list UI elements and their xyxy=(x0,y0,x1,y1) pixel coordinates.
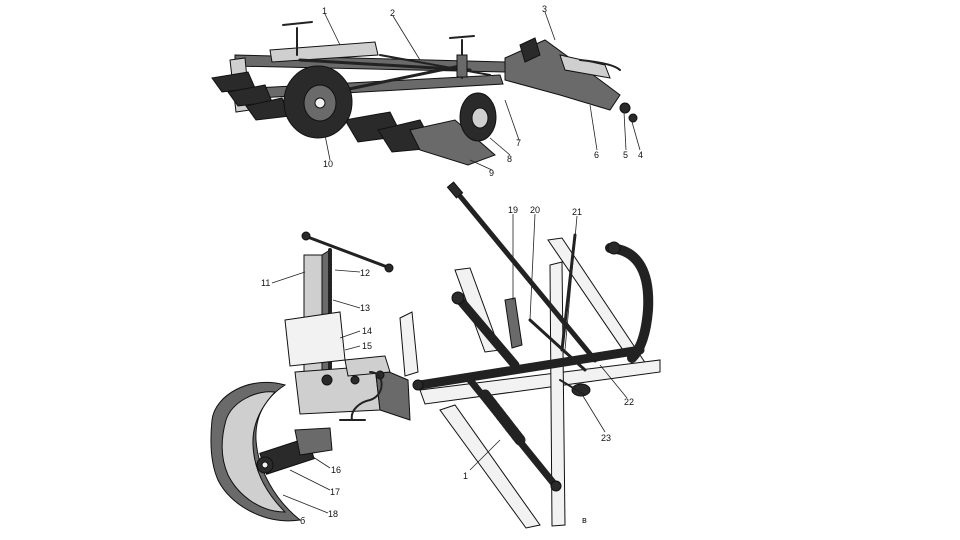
figure-c-callouts: 19 20 21 22 23 1 в xyxy=(463,205,634,525)
hitch-linkage-illustration xyxy=(399,181,661,529)
callout-label: 19 xyxy=(508,205,518,215)
callout-label: 12 xyxy=(360,268,370,278)
callout-label: 9 xyxy=(489,168,494,178)
callout-label: 17 xyxy=(330,487,340,497)
callout-label: 22 xyxy=(624,397,634,407)
callout-label: 11 xyxy=(261,278,270,288)
callout-label: 6 xyxy=(594,150,599,160)
callout-label: 5 xyxy=(623,150,628,160)
callout-label: 1 xyxy=(463,471,468,481)
plow-assembly-illustration xyxy=(211,11,641,171)
callout-label: 2 xyxy=(390,8,395,18)
callout-label: 3 xyxy=(542,4,547,14)
callout-label: 8 xyxy=(507,154,512,164)
callout-label: 15 xyxy=(362,341,372,351)
callout-label: 18 xyxy=(328,509,338,519)
callout-label: б xyxy=(300,516,305,526)
figure-a-callouts: 1 2 3 4 5 6 7 8 9 10 xyxy=(322,4,643,178)
callout-label: 16 xyxy=(331,465,341,475)
callout-label: 21 xyxy=(572,207,582,217)
callout-label: 4 xyxy=(638,150,643,160)
callout-label: 13 xyxy=(360,303,370,313)
callout-label: 14 xyxy=(362,326,372,336)
screw-jack-illustration xyxy=(210,231,411,522)
callout-label: 10 xyxy=(323,159,333,169)
figure-b-callouts: 11 12 13 14 15 16 17 18 б xyxy=(261,268,372,526)
callout-label: в xyxy=(582,515,587,525)
callout-label: 20 xyxy=(530,205,540,215)
callout-label: 7 xyxy=(516,138,521,148)
callout-label: 23 xyxy=(601,433,611,443)
callout-label: 1 xyxy=(322,6,327,16)
